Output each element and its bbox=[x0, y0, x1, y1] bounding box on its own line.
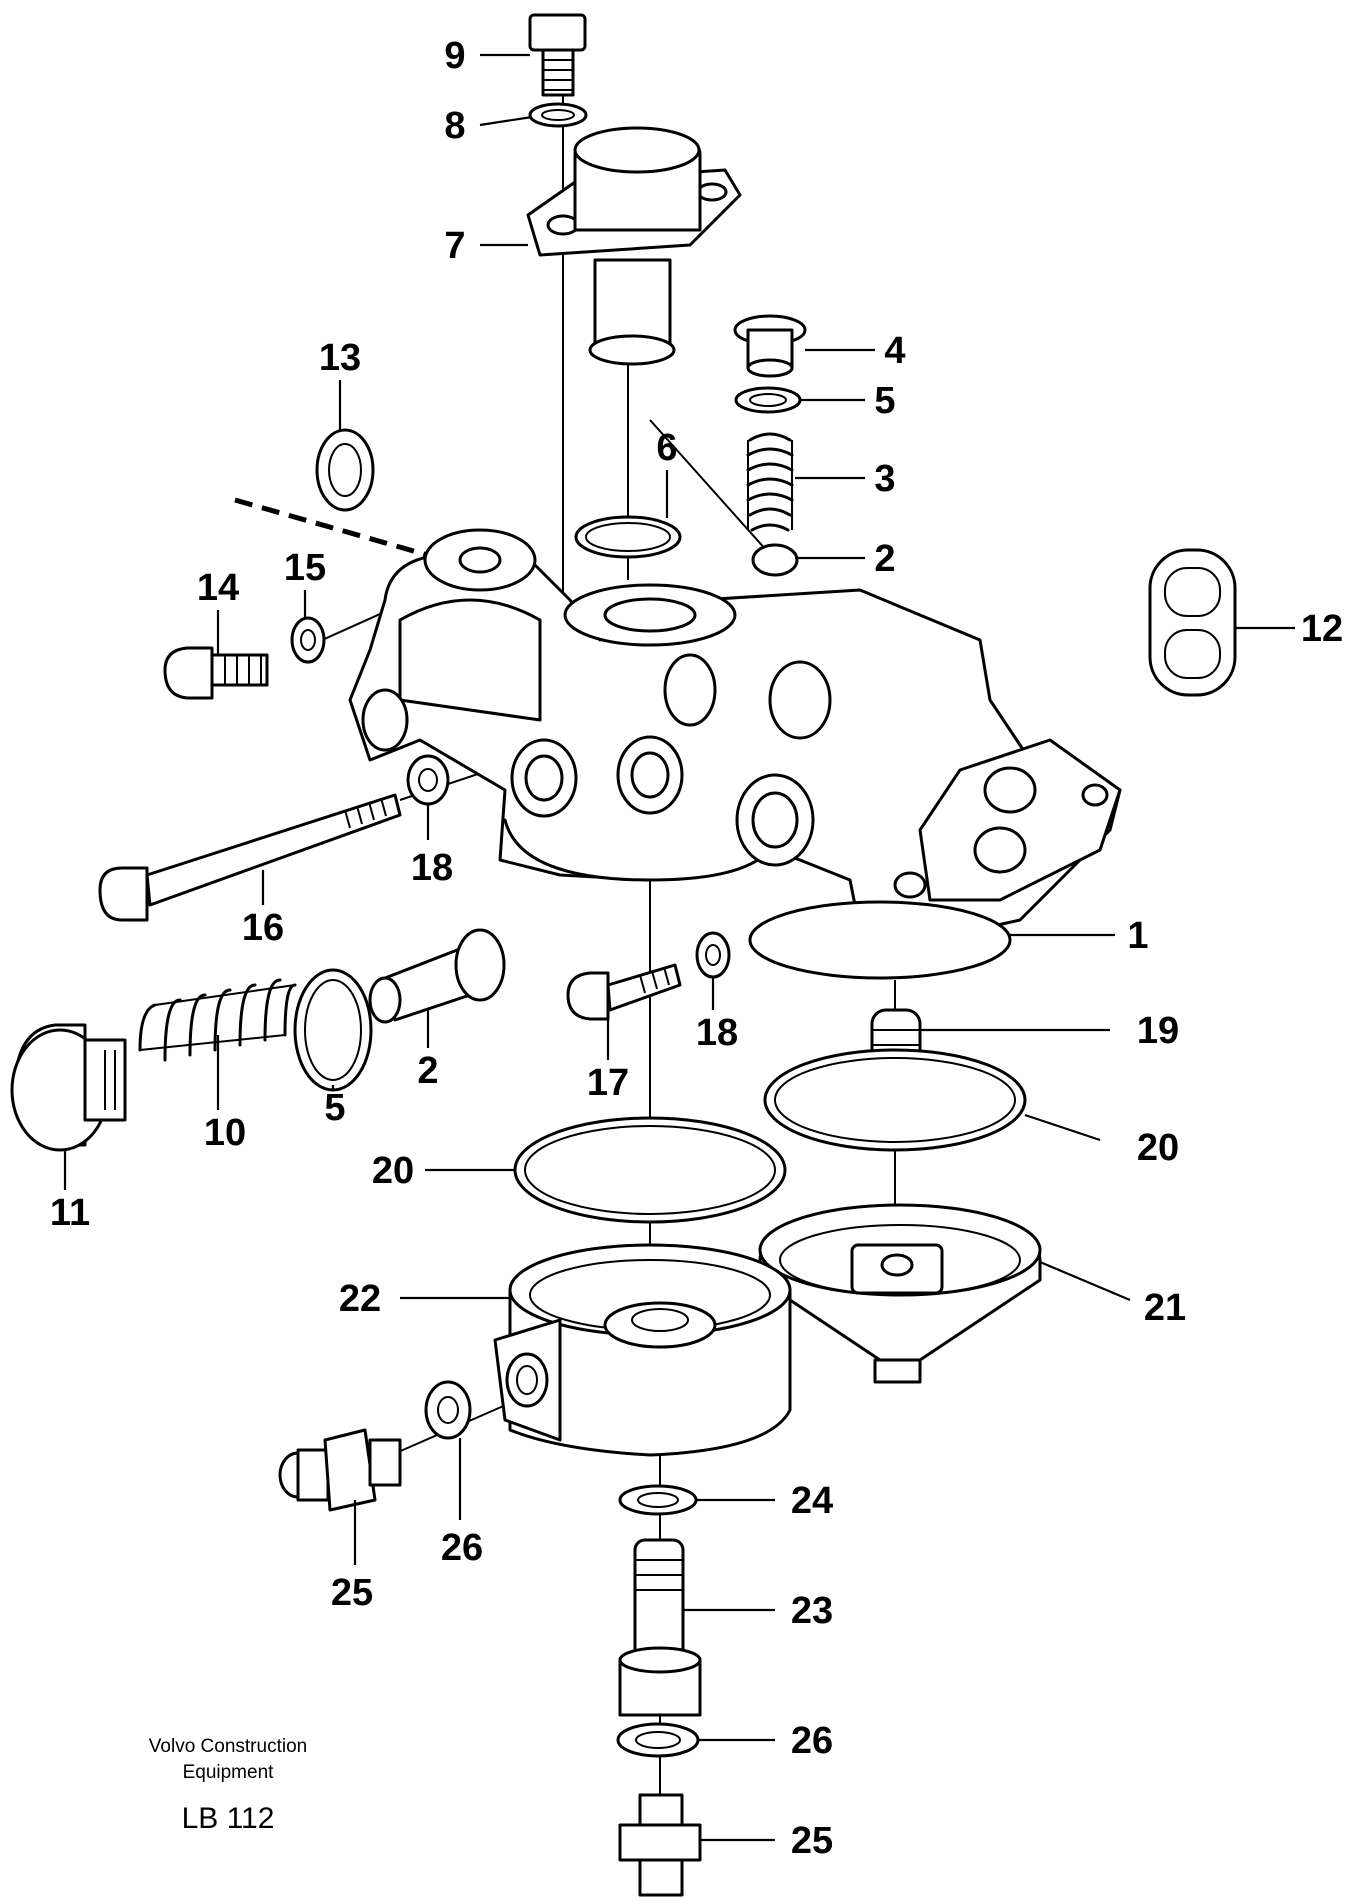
label-part-19: 19 bbox=[1137, 1010, 1179, 1052]
part-25-fitting-lower bbox=[618, 1793, 702, 1897]
part-5-washer-top bbox=[734, 386, 802, 414]
part-20-o-ring-right bbox=[763, 1048, 1027, 1152]
part-4-plug bbox=[733, 314, 807, 378]
label-part-8: 8 bbox=[444, 105, 465, 147]
label-part-17: 17 bbox=[587, 1062, 629, 1104]
label-part-25-left: 25 bbox=[331, 1572, 373, 1614]
part-24-washer bbox=[618, 1484, 698, 1516]
label-part-13: 13 bbox=[319, 337, 361, 379]
label-part-20-left: 20 bbox=[372, 1150, 414, 1192]
label-part-1: 1 bbox=[1127, 915, 1148, 957]
label-part-7: 7 bbox=[444, 225, 465, 267]
part-10-spring bbox=[138, 978, 297, 1062]
caption-drawing-code: LB 112 bbox=[182, 1802, 275, 1835]
part-16-long-bolt bbox=[98, 793, 402, 922]
label-part-11: 11 bbox=[50, 1192, 90, 1234]
part-5-seal-ring-lower bbox=[293, 968, 373, 1092]
part-17-bolt bbox=[566, 963, 682, 1021]
label-part-26-left: 26 bbox=[441, 1527, 483, 1569]
part-3-spring bbox=[746, 432, 794, 532]
part-20-o-ring-left bbox=[513, 1116, 787, 1224]
part-23-hollow-bolt bbox=[618, 1538, 702, 1717]
part-1-gasket-ring bbox=[748, 900, 1012, 980]
label-part-20-right: 20 bbox=[1137, 1127, 1179, 1169]
leader-lines bbox=[63, 53, 1295, 1842]
part-11-plug bbox=[10, 1023, 127, 1152]
part-13-washer bbox=[315, 428, 375, 512]
caption-company-line2: Equipment bbox=[183, 1762, 275, 1783]
part-14-bolt bbox=[163, 646, 269, 700]
label-part-14: 14 bbox=[197, 567, 239, 609]
label-part-9: 9 bbox=[444, 35, 465, 77]
part-25-fitting-left bbox=[278, 1428, 402, 1512]
label-part-18-upper: 18 bbox=[411, 847, 453, 889]
caption-company-line1: Volvo Construction bbox=[149, 1736, 307, 1757]
part-26-washer-lower bbox=[616, 1722, 700, 1758]
label-part-3: 3 bbox=[874, 458, 895, 500]
part-22-filter-housing bbox=[493, 1243, 792, 1457]
caption-block: Volvo Construction Equipment LB 112 bbox=[149, 1736, 307, 1835]
part-18-washer-upper bbox=[406, 754, 450, 806]
label-part-4: 4 bbox=[884, 330, 905, 372]
label-part-15: 15 bbox=[284, 547, 326, 589]
part-1-pump-housing bbox=[348, 528, 1122, 942]
part-21-filter-bowl bbox=[758, 1203, 1042, 1384]
label-part-25-lower: 25 bbox=[791, 1820, 833, 1862]
label-part-21: 21 bbox=[1144, 1287, 1186, 1329]
part-number-labels: 9 8 7 4 5 3 2 6 13 15 14 12 1 18 16 2 5 … bbox=[50, 35, 1343, 1862]
label-part-23: 23 bbox=[791, 1590, 833, 1632]
part-18-washer-lower bbox=[695, 931, 731, 979]
label-part-22: 22 bbox=[339, 1278, 381, 1320]
part-6-o-ring bbox=[574, 515, 682, 559]
label-part-24: 24 bbox=[791, 1480, 833, 1522]
part-9-bolt bbox=[528, 13, 587, 97]
label-part-26-lower: 26 bbox=[791, 1720, 833, 1762]
label-part-10: 10 bbox=[204, 1112, 246, 1154]
label-part-16: 16 bbox=[242, 907, 284, 949]
part-8-washer bbox=[528, 102, 588, 128]
label-part-6: 6 bbox=[656, 427, 677, 469]
label-part-18-lower: 18 bbox=[696, 1012, 738, 1054]
label-part-2-lower: 2 bbox=[417, 1050, 438, 1092]
label-part-5-lower: 5 bbox=[324, 1087, 345, 1129]
label-part-12: 12 bbox=[1301, 608, 1343, 650]
part-26-washer-left bbox=[424, 1380, 472, 1440]
label-part-5-top: 5 bbox=[874, 380, 895, 422]
part-15-washer bbox=[290, 616, 326, 664]
label-part-2-top: 2 bbox=[874, 538, 895, 580]
part-12-gasket bbox=[1148, 548, 1237, 697]
part-2-valve-top bbox=[751, 543, 799, 577]
part-7-cover-cap bbox=[526, 126, 742, 366]
part-2-piston-lower bbox=[368, 928, 506, 1024]
